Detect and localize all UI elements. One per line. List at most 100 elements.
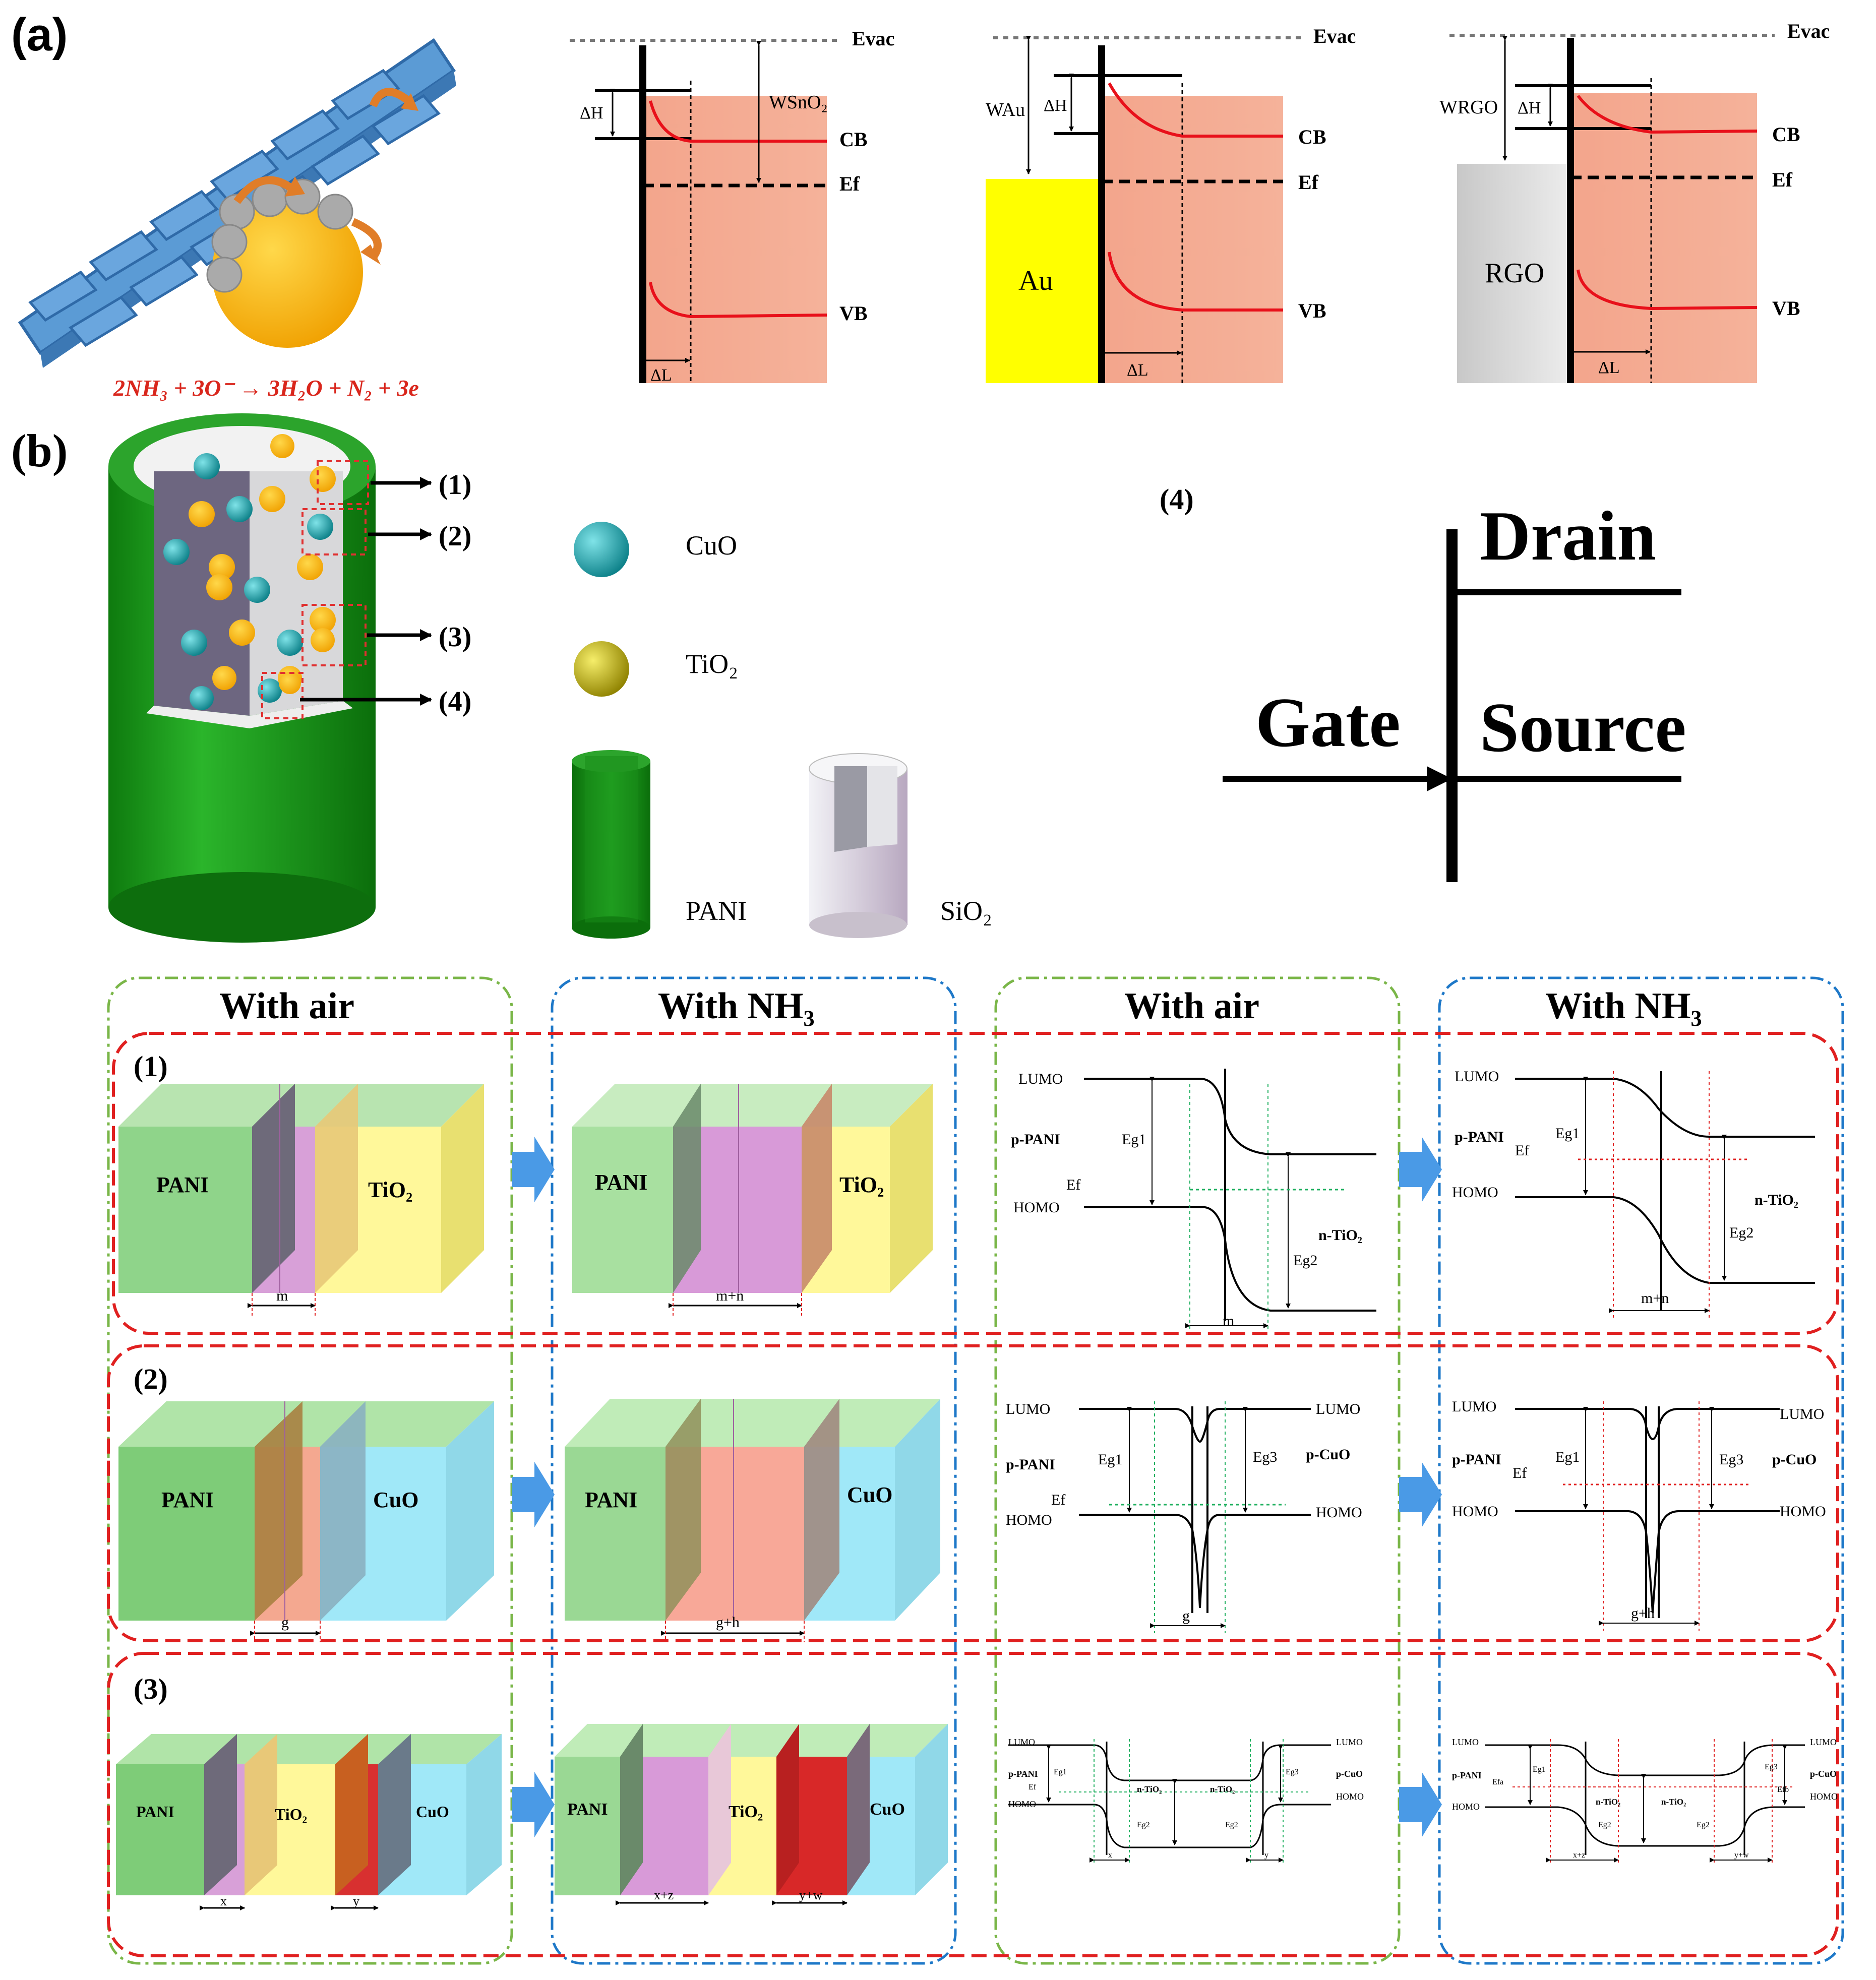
r3-nh3-homo-right: HOMO	[1810, 1791, 1838, 1802]
r2-air-pcuo: p-CuO	[1306, 1446, 1350, 1463]
legend-tio2: TiO₂	[686, 649, 738, 679]
r2-nh3-lumo-right: LUMO	[1780, 1406, 1824, 1422]
row-label-2: (2)	[134, 1363, 168, 1395]
r3-nh3-width-xz: x+z	[1573, 1851, 1585, 1860]
r2-air-eg3: Eg3	[1253, 1449, 1277, 1465]
r3-nh3-ntio2-b: n-TiO₂	[1661, 1797, 1686, 1807]
dL-label-2: ΔL	[1127, 361, 1148, 380]
r2-air-lumo-right: LUMO	[1316, 1401, 1360, 1417]
r2-nh3-right-label: CuO	[847, 1482, 892, 1507]
r2-nh3-homo-right: HOMO	[1780, 1503, 1826, 1520]
r1-nh3-eg1: Eg1	[1555, 1125, 1580, 1142]
energy-r2-air	[1079, 1401, 1311, 1633]
r2-air-width: g	[281, 1614, 289, 1631]
r2-nh3-ppani: p-PANI	[1452, 1451, 1501, 1468]
r2-nh3-lumo-left: LUMO	[1452, 1398, 1496, 1415]
r3-air-pcuo: p-CuO	[1336, 1769, 1363, 1779]
r3-air-eg2-b: Eg2	[1225, 1821, 1238, 1829]
reaction-arrows	[233, 88, 411, 260]
r3-air-ef: Ef	[1028, 1783, 1037, 1791]
cutaway-inner-wall	[154, 471, 250, 716]
band-diagram-sno2: Evac ΔH CB Ef VB WSnO₂ ΔL	[570, 27, 894, 385]
r2-nh3-left-label: PANI	[585, 1488, 637, 1512]
r1-nh3-left-label: PANI	[595, 1170, 647, 1195]
r1-nh3-width: m+n	[716, 1287, 744, 1304]
transistor-label: (4)	[1160, 483, 1194, 516]
sio2-legend-icon	[809, 753, 907, 938]
legend-cuo: CuO	[686, 530, 737, 561]
energy-r1-air	[1084, 1069, 1376, 1331]
r3-air-width-b: y	[353, 1894, 359, 1908]
block-r3-air	[116, 1734, 502, 1910]
adsorbed-species	[206, 178, 353, 293]
flow-arrows	[512, 1137, 1442, 1837]
r3-air-width-a: x	[220, 1894, 227, 1908]
vb-label-2: VB	[1298, 299, 1326, 322]
r2-nh3-pcuo: p-CuO	[1772, 1451, 1817, 1468]
r3-air-width-x: x	[1108, 1851, 1112, 1860]
callout-4: (4)	[439, 686, 471, 717]
ef-label-3: Ef	[1772, 168, 1793, 191]
r3-nh3-mid-label: TiO₂	[729, 1803, 763, 1821]
r1-nh3-ppani: p-PANI	[1455, 1129, 1504, 1145]
r2-air-left-label: PANI	[161, 1488, 214, 1512]
r1-air-ppani: p-PANI	[1011, 1131, 1060, 1148]
r3-nh3-ntio2-a: n-TiO₂	[1596, 1797, 1620, 1807]
vb-label-1: VB	[839, 302, 868, 325]
r1-air-right-label: TiO₂	[368, 1178, 412, 1202]
tio2-particles	[189, 434, 336, 694]
r3-nh3-lumo-right: LUMO	[1810, 1737, 1837, 1747]
r2-air-right-label: CuO	[373, 1488, 418, 1512]
r3-nh3-ppani: p-PANI	[1452, 1770, 1482, 1780]
r1-air-left-label: PANI	[156, 1172, 209, 1197]
ef-label-1: Ef	[839, 172, 860, 195]
r1-air-lumo: LUMO	[1018, 1071, 1063, 1087]
gate-label: Gate	[1255, 684, 1401, 762]
r3-nh3-right-label: CuO	[870, 1800, 905, 1819]
r3-nh3-efb: Efb	[1777, 1785, 1789, 1794]
r3-nh3-eg2-b: Eg2	[1697, 1821, 1710, 1829]
cb-label-3: CB	[1772, 123, 1800, 146]
sno2-nanosheet-illustration	[18, 38, 456, 368]
energy-r2-nh3	[1515, 1401, 1780, 1631]
r3-air-width-y: y	[1264, 1851, 1268, 1860]
r3-air-lumo-left: LUMO	[1008, 1737, 1035, 1747]
r1-nh3-ef: Ef	[1515, 1142, 1529, 1159]
w-au-label: WAu	[986, 99, 1025, 120]
legend-pani: PANI	[686, 896, 747, 926]
r2-nh3-ef: Ef	[1512, 1465, 1527, 1481]
callout-3: (3)	[439, 622, 471, 653]
r1-air-width: m	[276, 1287, 288, 1304]
drain-label: Drain	[1480, 497, 1656, 575]
evac-label-3: Evac	[1787, 20, 1830, 42]
r2-nh3-eg3: Eg3	[1719, 1451, 1743, 1468]
cuo-legend-icon	[574, 522, 629, 577]
r3-air-ntio2-b: n-TiO₂	[1210, 1784, 1235, 1794]
reaction-equation: 2NH₃ + 3O⁻ → 3H₂O + N₂ + 3e	[113, 375, 419, 401]
r2-air-homo-right: HOMO	[1316, 1504, 1362, 1521]
column-header-4: With NH₃	[1545, 985, 1702, 1027]
r3-air-lumo-right: LUMO	[1336, 1737, 1363, 1747]
dH-label-2: ΔH	[1044, 96, 1067, 115]
r3-nh3-width-yw: y+w	[1734, 1851, 1749, 1860]
column-header-1: With air	[219, 985, 354, 1027]
r3-air-homo-left: HOMO	[1008, 1799, 1036, 1809]
column-header-2: With NH₃	[658, 985, 815, 1027]
r2-air-homo-left: HOMO	[1006, 1512, 1052, 1528]
r3-air-ppani: p-PANI	[1008, 1769, 1038, 1779]
r3-nh3-lumo-left: LUMO	[1452, 1737, 1479, 1747]
block-r1-air	[118, 1084, 484, 1316]
r3-air-eg2-a: Eg2	[1137, 1821, 1150, 1829]
r3-air-homo-right: HOMO	[1336, 1791, 1364, 1802]
ef-label-2: Ef	[1298, 171, 1319, 194]
tio2-legend-icon	[574, 641, 629, 697]
r3-nh3-width-b: y+w	[799, 1888, 823, 1902]
energy-r3-air	[1008, 1739, 1331, 1865]
r2-air-lumo-left: LUMO	[1006, 1401, 1050, 1417]
r3-air-eg1: Eg1	[1054, 1768, 1067, 1776]
panel-label-a: (a)	[11, 9, 68, 60]
band-diagram-rgo: Evac RGO ΔH CB Ef VB WRGO ΔL	[1439, 20, 1830, 383]
block-r3-nh3	[555, 1724, 948, 1905]
r2-air-width: g	[1182, 1607, 1190, 1624]
